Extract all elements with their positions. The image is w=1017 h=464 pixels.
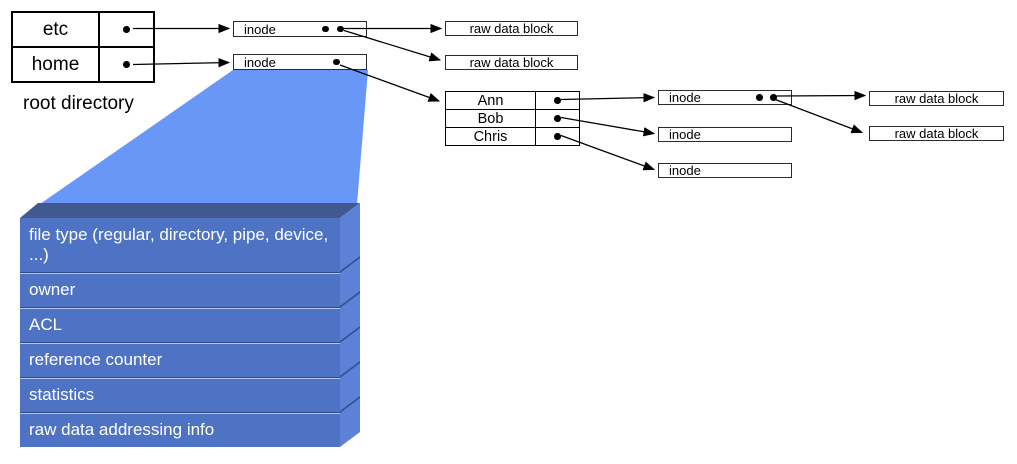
- inode-label: inode: [244, 54, 276, 70]
- root-directory-table: etc home: [11, 11, 155, 83]
- directory-entry-row: etc: [13, 13, 153, 46]
- pointer-dot: [123, 26, 130, 33]
- pointer-dot: [333, 58, 340, 66]
- entry-pointer-cell: [535, 128, 579, 145]
- pointer-dot: [770, 94, 777, 101]
- pointer-dot: [554, 133, 561, 140]
- pointer-dot: [554, 115, 561, 122]
- inode-structure-box: file type (regular, directory, pipe, dev…: [20, 218, 340, 447]
- pointer-dot: [554, 97, 561, 104]
- entry-name-cell: Chris: [473, 128, 508, 145]
- raw-data-block-label: raw data block: [469, 21, 554, 36]
- inode-field-row: raw data addressing info: [20, 412, 340, 447]
- pointer-dot: [337, 25, 344, 33]
- raw-data-block-label: raw data block: [894, 126, 979, 141]
- inode-box-home: inode: [233, 54, 367, 70]
- entry-pointer-cell: [535, 110, 579, 127]
- raw-data-block-box: raw data block: [445, 21, 578, 36]
- inode-field-row: ACL: [20, 307, 340, 342]
- inode-box-chris: inode: [658, 163, 792, 178]
- inode-box-ann: inode: [658, 90, 792, 105]
- entry-name-cell: etc: [42, 18, 69, 40]
- directory-entry-row: home: [13, 46, 153, 81]
- inode-box-bob: inode: [658, 127, 792, 142]
- raw-data-block-label: raw data block: [894, 91, 979, 106]
- inode-label: inode: [669, 127, 701, 142]
- raw-data-block-box: raw data block: [869, 126, 1004, 141]
- entry-name-cell: home: [31, 53, 80, 75]
- inode-box-etc: inode: [233, 21, 367, 37]
- pointer-dot: [322, 25, 329, 33]
- directory-entry-row: Chris: [446, 127, 579, 145]
- entry-name-cell: Bob: [477, 110, 504, 127]
- raw-data-block-label: raw data block: [469, 55, 554, 70]
- entry-pointer-cell: [98, 13, 153, 46]
- inode-label: inode: [669, 163, 701, 178]
- directory-entry-row: Ann: [446, 92, 579, 109]
- root-directory-label: root directory: [23, 93, 134, 114]
- entry-pointer-cell: [535, 92, 579, 109]
- inode-label: inode: [244, 21, 276, 37]
- side-row-divider: [340, 360, 360, 378]
- entry-name-cell: Ann: [477, 92, 504, 109]
- pointer-dot: [123, 61, 130, 68]
- inode-field-row: file type (regular, directory, pipe, dev…: [29, 225, 329, 264]
- arrow-inode-home-to-home-directory: [339, 64, 441, 102]
- inode-field-row: owner: [20, 272, 340, 307]
- inode-field-row: reference counter: [20, 342, 340, 377]
- entry-pointer-cell: [98, 48, 153, 81]
- side-row-divider: [340, 290, 360, 308]
- pointer-dot: [756, 94, 763, 101]
- home-directory-table: Ann Bob Chris: [445, 91, 580, 146]
- raw-data-block-box: raw data block: [445, 55, 578, 70]
- side-row-divider: [340, 395, 360, 413]
- raw-data-block-box: raw data block: [869, 91, 1004, 106]
- inode-field-row: statistics: [20, 377, 340, 412]
- side-row-divider: [340, 325, 360, 343]
- side-row-divider: [340, 255, 360, 273]
- directory-entry-row: Bob: [446, 109, 579, 127]
- inode-label: inode: [669, 90, 701, 105]
